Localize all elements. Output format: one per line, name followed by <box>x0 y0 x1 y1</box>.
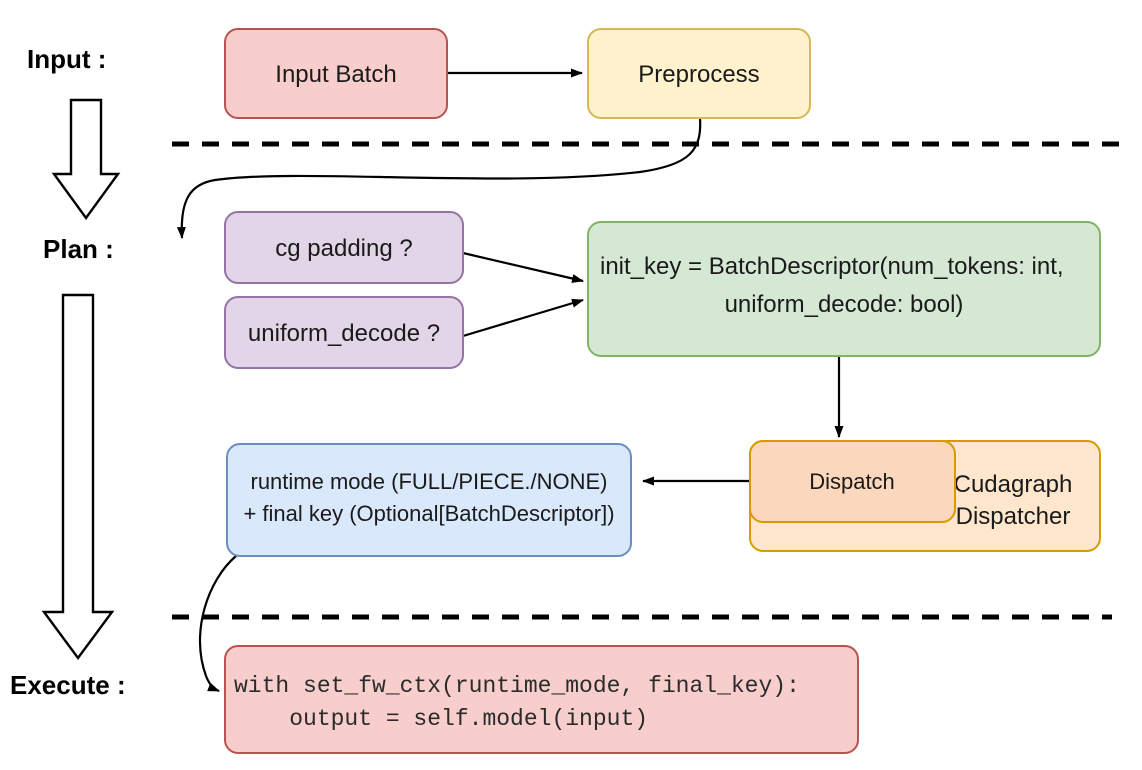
node-cg-padding-shape <box>224 211 464 284</box>
edge-runtime-mode-to-execute <box>198 555 237 693</box>
stage-arrow-plan-to-execute <box>41 293 115 661</box>
node-execute-code-line-2: output = self.model(input) <box>234 706 648 732</box>
node-uniform-decode-label: uniform_decode ? <box>248 320 440 347</box>
node-cg-padding-label: cg padding ? <box>275 235 412 262</box>
stage-arrow-input-to-plan <box>51 98 121 221</box>
node-uniform-decode[interactable]: uniform_decode ? <box>224 296 464 369</box>
node-init-key[interactable]: init_key = BatchDescriptor(num_tokens: i… <box>587 221 1101 357</box>
node-input-batch[interactable]: Input Batch <box>224 28 448 119</box>
node-preprocess[interactable]: Preprocess <box>587 28 811 119</box>
node-input-batch-label: Input Batch <box>275 61 396 88</box>
node-dispatch-shape <box>749 440 956 523</box>
edge-preprocess-to-cg-padding <box>176 117 702 239</box>
node-runtime-mode[interactable]: runtime mode (FULL/PIECE./NONE) + final … <box>226 443 632 557</box>
node-runtime-mode-line-2: + final key (Optional[BatchDescriptor]) <box>243 501 614 526</box>
edge-uniform-decode-to-init-key <box>462 298 584 338</box>
node-init-key-shape <box>587 221 1101 357</box>
node-input-batch-shape <box>224 28 448 119</box>
node-execute-code[interactable]: with set_fw_ctx(runtime_mode, final_key)… <box>224 645 859 754</box>
node-cudagraph-dispatcher-line-1: Cudagraph <box>954 471 1073 498</box>
node-preprocess-label: Preprocess <box>638 61 759 88</box>
node-uniform-decode-shape <box>224 296 464 369</box>
node-execute-code-line-1: with set_fw_ctx(runtime_mode, final_key)… <box>234 673 800 699</box>
stage-label-execute: Execute : <box>10 670 126 700</box>
node-dispatch[interactable]: Dispatch <box>749 440 956 523</box>
node-execute-code-shape <box>224 645 859 754</box>
node-cg-padding[interactable]: cg padding ? <box>224 211 464 284</box>
node-runtime-mode-shape <box>226 443 632 557</box>
node-init-key-line-1: init_key = BatchDescriptor(num_tokens: i… <box>600 253 1064 280</box>
node-init-key-line-2: uniform_decode: bool) <box>725 291 964 318</box>
stage-label-input: Input : <box>27 44 106 74</box>
stage-label-plan: Plan : <box>43 234 114 264</box>
node-dispatch-label: Dispatch <box>809 469 895 494</box>
node-runtime-mode-line-1: runtime mode (FULL/PIECE./NONE) <box>251 469 608 494</box>
node-preprocess-shape <box>587 28 811 119</box>
node-cudagraph-dispatcher-line-2: Dispatcher <box>956 503 1071 530</box>
edge-cg-padding-to-init-key <box>462 251 584 283</box>
